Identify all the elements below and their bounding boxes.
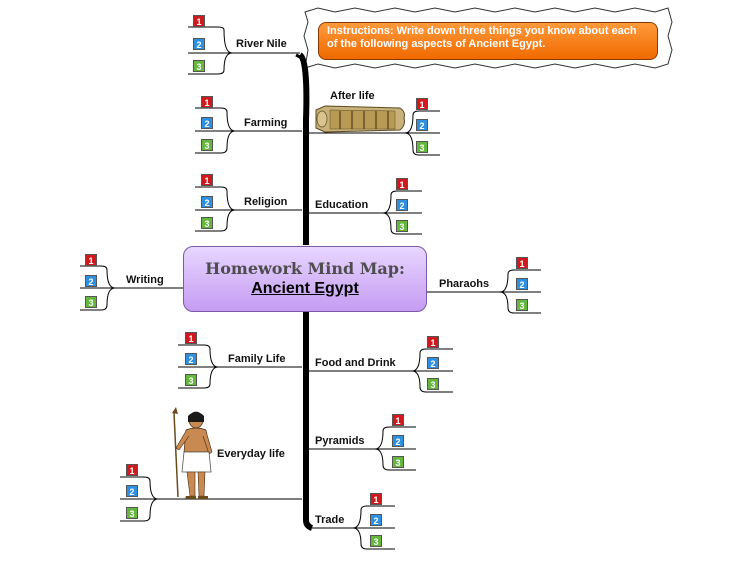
- central-topic-subject: Ancient Egypt: [251, 280, 359, 297]
- after-life-point-3[interactable]: 3: [416, 141, 428, 153]
- after-life-point-1[interactable]: 1: [416, 98, 428, 110]
- trade-point-1[interactable]: 1: [370, 493, 382, 505]
- religion-point-1[interactable]: 1: [201, 174, 213, 186]
- farming-point-3[interactable]: 3: [201, 139, 213, 151]
- pharaohs-point-3[interactable]: 3: [516, 299, 528, 311]
- food-and-drink-point-2[interactable]: 2: [427, 357, 439, 369]
- branch-everyday-life[interactable]: Everyday life: [217, 448, 285, 460]
- food-and-drink-point-3[interactable]: 3: [427, 378, 439, 390]
- family-life-point-3[interactable]: 3: [185, 374, 197, 386]
- branch-pharaohs[interactable]: Pharaohs: [439, 278, 490, 290]
- writing-point-1[interactable]: 1: [85, 254, 97, 266]
- instructions-box: Instructions: Write down three things yo…: [318, 22, 658, 60]
- everyday-life-point-3[interactable]: 3: [126, 507, 138, 519]
- branch-river-nile[interactable]: River Nile: [236, 38, 287, 50]
- everyday-life-point-2[interactable]: 2: [126, 485, 138, 497]
- pyramids-point-3[interactable]: 3: [392, 456, 404, 468]
- pyramids-point-2[interactable]: 2: [392, 435, 404, 447]
- branch-trade[interactable]: Trade: [315, 514, 345, 526]
- writing-point-2[interactable]: 2: [85, 275, 97, 287]
- branch-food-and-drink[interactable]: Food and Drink: [315, 357, 396, 369]
- everyday-life-point-1[interactable]: 1: [126, 464, 138, 476]
- food-and-drink-point-1[interactable]: 1: [427, 336, 439, 348]
- religion-point-2[interactable]: 2: [201, 196, 213, 208]
- central-topic[interactable]: Homework Mind Map: Ancient Egypt: [183, 246, 427, 312]
- farming-point-1[interactable]: 1: [201, 96, 213, 108]
- pharaohs-point-1[interactable]: 1: [516, 257, 528, 269]
- branch-writing[interactable]: Writing: [126, 274, 164, 286]
- branch-pyramids[interactable]: Pyramids: [315, 435, 365, 447]
- education-point-1[interactable]: 1: [396, 178, 408, 190]
- education-point-2[interactable]: 2: [396, 199, 408, 211]
- egyptian-figure-icon: [172, 407, 213, 499]
- pharaohs-point-2[interactable]: 2: [516, 278, 528, 290]
- branch-farming[interactable]: Farming: [244, 117, 288, 129]
- writing-point-3[interactable]: 3: [85, 296, 97, 308]
- pyramids-point-1[interactable]: 1: [392, 414, 404, 426]
- river-nile-point-3[interactable]: 3: [193, 60, 205, 72]
- river-nile-point-2[interactable]: 2: [193, 38, 205, 50]
- education-point-3[interactable]: 3: [396, 220, 408, 232]
- river-nile-point-1[interactable]: 1: [193, 15, 205, 27]
- branch-religion[interactable]: Religion: [244, 196, 288, 208]
- sarcophagus-icon: [315, 105, 405, 133]
- religion-point-3[interactable]: 3: [201, 217, 213, 229]
- trade-point-3[interactable]: 3: [370, 535, 382, 547]
- family-life-point-2[interactable]: 2: [185, 353, 197, 365]
- branch-family-life[interactable]: Family Life: [228, 353, 286, 365]
- branch-education[interactable]: Education: [315, 199, 369, 211]
- family-life-point-1[interactable]: 1: [185, 332, 197, 344]
- after-life-point-2[interactable]: 2: [416, 119, 428, 131]
- farming-point-2[interactable]: 2: [201, 117, 213, 129]
- branch-after-life[interactable]: After life: [330, 90, 375, 102]
- trade-point-2[interactable]: 2: [370, 514, 382, 526]
- instructions-text: Instructions: Write down three things yo…: [327, 25, 637, 50]
- central-topic-title: Homework Mind Map:: [205, 259, 405, 278]
